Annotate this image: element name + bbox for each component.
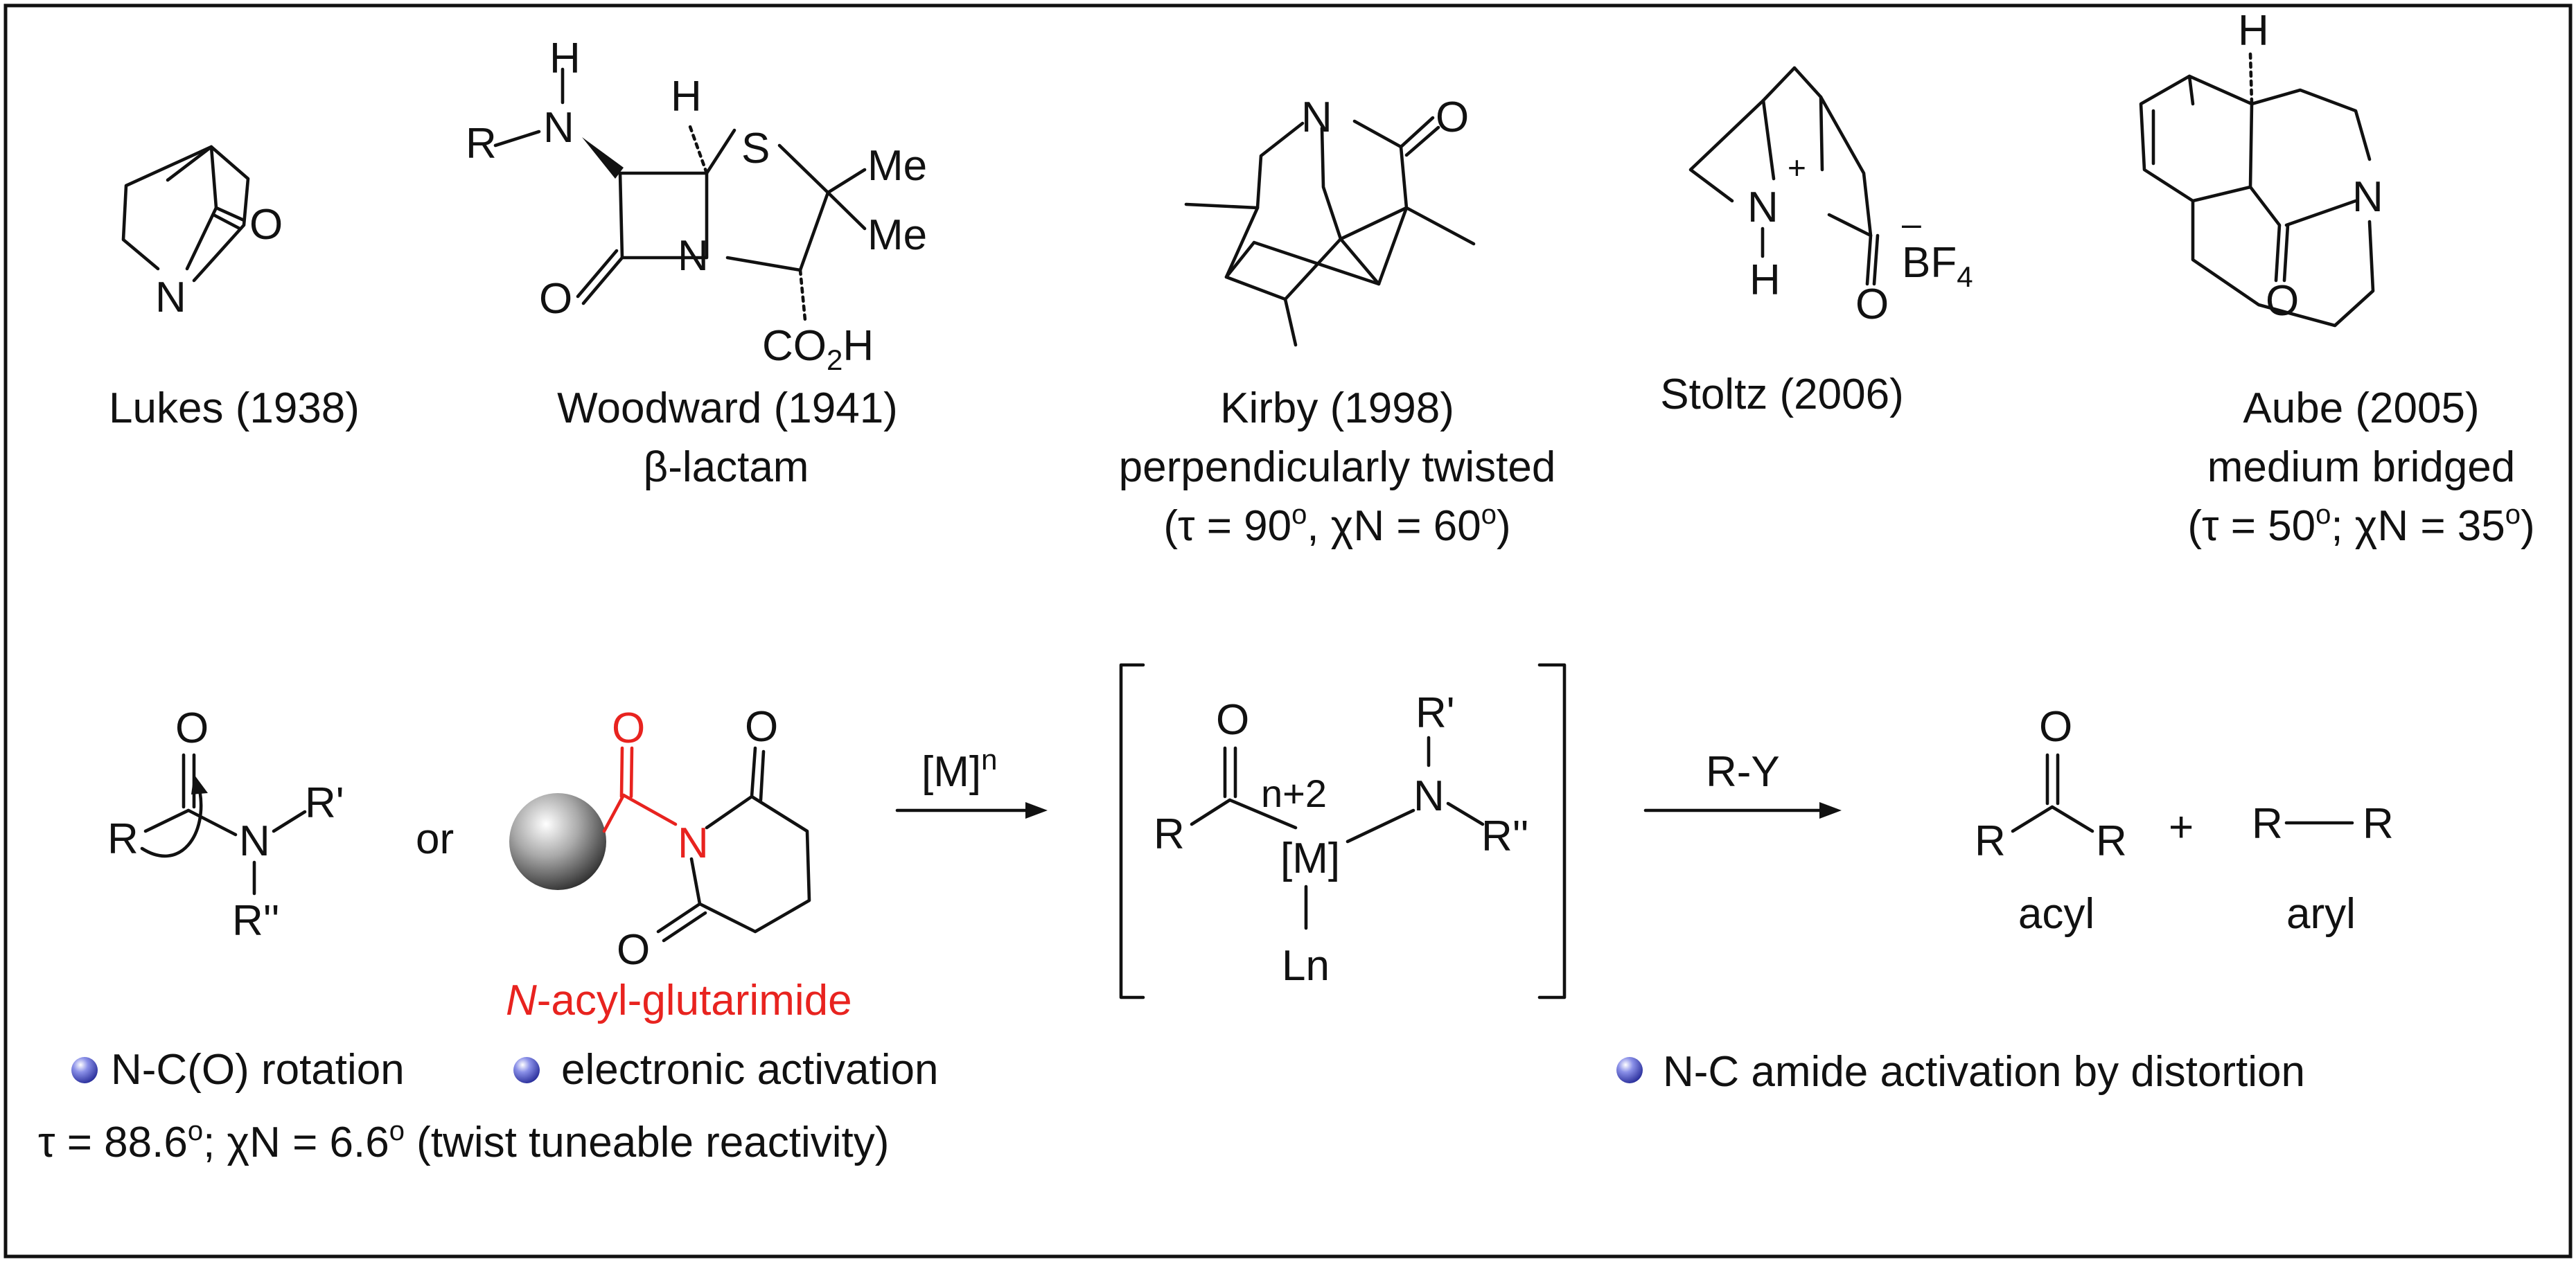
woodward-h-atom: H: [671, 73, 702, 121]
woodward-co2h-label: CO2H: [762, 322, 874, 376]
aube-o-atom: O: [2266, 277, 2299, 325]
ketone-r2-atom: R: [2096, 817, 2127, 865]
lukes-n-atom: N: [155, 274, 186, 321]
aube-n-atom: N: [2352, 173, 2383, 221]
glutarimide-structure: O N O O: [509, 703, 811, 974]
woodward-s-atom: S: [741, 125, 770, 172]
stoltz-plus-charge: +: [1788, 150, 1806, 186]
lukes-caption: Lukes (1938): [109, 384, 360, 432]
woodward-caption: Woodward (1941): [557, 384, 898, 432]
intermediate-ligand-label: Ln: [1282, 942, 1330, 990]
intermediate-oxidation-state: n+2: [1261, 772, 1327, 815]
woodward-o-atom: O: [539, 275, 572, 323]
biaryl-r1-atom: R: [2252, 800, 2283, 848]
aube-h-atom: H: [2238, 7, 2269, 55]
kirby-o-atom: O: [1436, 94, 1469, 141]
amide-structure: O R N R' R'': [107, 704, 344, 945]
intermediate-n-atom: N: [1413, 772, 1445, 820]
intermediate-r-atom: R: [1154, 810, 1185, 858]
ketone-product: O R R: [1975, 703, 2127, 865]
aube-subcaption: medium bridged: [2207, 443, 2516, 491]
arrow-coupling: R-Y: [1643, 748, 1842, 819]
intermediate-o-atom: O: [1216, 696, 1249, 744]
amide-r2-label: R'': [232, 897, 279, 945]
woodward-me2-label: Me: [867, 211, 927, 259]
acyl-o-atom: O: [612, 704, 645, 752]
stoltz-bf4-label: BF4: [1902, 239, 1973, 293]
woodward-wedge-bond: [582, 137, 624, 179]
aube-structure: H N O: [2139, 7, 2383, 328]
amide-o-atom: O: [175, 704, 209, 752]
biaryl-product: R R: [2252, 800, 2394, 848]
amide-r-atom: R: [107, 815, 139, 863]
solid-support-sphere: [509, 793, 606, 890]
rotation-arrow-head: [191, 774, 208, 794]
glutarimide-caption: N-acyl-glutarimide: [506, 977, 852, 1024]
bullet-icon: [71, 1057, 98, 1083]
ketone-o-atom: O: [2039, 703, 2072, 751]
stoltz-h-atom: H: [1749, 256, 1781, 304]
aryl-caption: aryl: [2286, 890, 2356, 938]
intermediate-r2-label: R'': [1481, 812, 1528, 860]
aube-angles: (τ = 50o; χN = 35o): [2187, 499, 2534, 550]
intermediate-bracket: [1119, 663, 1567, 999]
biaryl-r2-atom: R: [2363, 800, 2394, 848]
note-twist: τ = 88.6o; χN = 6.6o (twist tuneable rea…: [38, 1116, 889, 1166]
note-distortion: N-C amide activation by distortion: [1663, 1048, 2305, 1096]
stoltz-caption: Stoltz (2006): [1660, 371, 1904, 418]
ketone-r1-atom: R: [1975, 817, 2006, 865]
or-label: or: [416, 815, 454, 863]
lukes-structure: O N: [121, 145, 283, 321]
stoltz-minus-charge: –: [1902, 204, 1921, 243]
woodward-me1-label: Me: [867, 142, 927, 190]
stoltz-structure: N + H O – BF4: [1688, 66, 1973, 328]
bullet-icon: [1616, 1057, 1643, 1083]
acyl-caption: acyl: [2018, 890, 2094, 938]
kirby-structure: N O: [1184, 94, 1476, 347]
woodward-subcaption: β-lactam: [644, 443, 809, 491]
woodward-r-atom: R: [466, 120, 497, 168]
amide-n-atom: N: [239, 817, 270, 865]
plus-sign: +: [2169, 803, 2194, 851]
stoltz-n-atom: N: [1747, 184, 1779, 231]
intermediate-r1-label: R': [1415, 689, 1455, 737]
kirby-subcaption: perpendicularly twisted: [1119, 443, 1556, 491]
woodward-n-atom: N: [678, 232, 709, 280]
woodward-nh-h-atom: H: [549, 35, 581, 82]
glutarimide-o-bottom-atom: O: [617, 926, 650, 974]
intermediate-metal-label: [M]: [1280, 835, 1340, 882]
arrow-catalyst: [M]n: [895, 743, 1048, 819]
arrow-catalyst-label: [M]n: [921, 743, 997, 796]
kirby-n-atom: N: [1301, 94, 1332, 141]
aube-caption: Aube (2005): [2243, 384, 2479, 432]
note-electronic: electronic activation: [561, 1046, 939, 1094]
note-rotation: N-C(O) rotation: [111, 1046, 405, 1094]
woodward-nh-n-atom: N: [543, 104, 574, 152]
kirby-angles: (τ = 90o, χN = 60o): [1163, 499, 1510, 550]
kirby-caption: Kirby (1998): [1220, 384, 1454, 432]
bullet-icon: [513, 1057, 540, 1083]
lukes-o-atom: O: [249, 201, 283, 249]
arrow-catalyst-head: [1025, 802, 1048, 819]
intermediate-structure: O R [M] n+2 N R' R'' Ln: [1154, 689, 1528, 990]
woodward-structure: R N H O N H S Me Me CO2H: [466, 35, 927, 376]
arrow-coupling-label: R-Y: [1706, 748, 1780, 796]
glutarimide-o-top-atom: O: [745, 703, 778, 751]
amide-r1-label: R': [305, 779, 344, 827]
figure-frame: [3, 3, 2573, 1259]
arrow-coupling-head: [1819, 802, 1842, 819]
stoltz-o-atom: O: [1855, 281, 1889, 328]
